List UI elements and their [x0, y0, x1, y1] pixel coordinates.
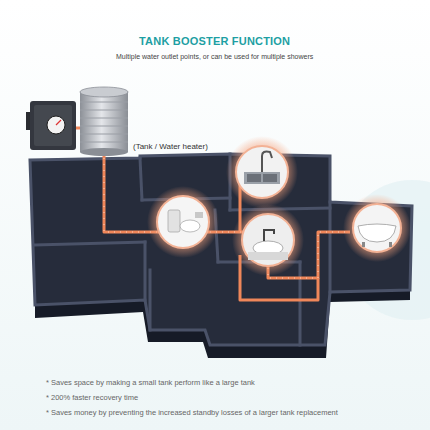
bullet-note: * 200% faster recovery time [46, 393, 138, 402]
bathtub-icon [343, 194, 411, 262]
tank-label: (Tank / Water heater) [133, 142, 208, 151]
floor-block [30, 154, 412, 345]
booster-pump [26, 101, 76, 150]
diagram-title: TANK BOOSTER FUNCTION [139, 35, 290, 47]
subtitle: Multiple water outlet points, or can be … [116, 53, 313, 60]
bullet-note: * Saves money by preventing the increase… [46, 408, 338, 417]
basin-icon [232, 204, 304, 276]
toilet-icon [147, 186, 219, 258]
kitchen-sink-icon [226, 136, 298, 208]
water-tank [76, 87, 128, 156]
bullet-note: * Saves space by making a small tank per… [46, 378, 255, 387]
room-walls [30, 154, 412, 345]
